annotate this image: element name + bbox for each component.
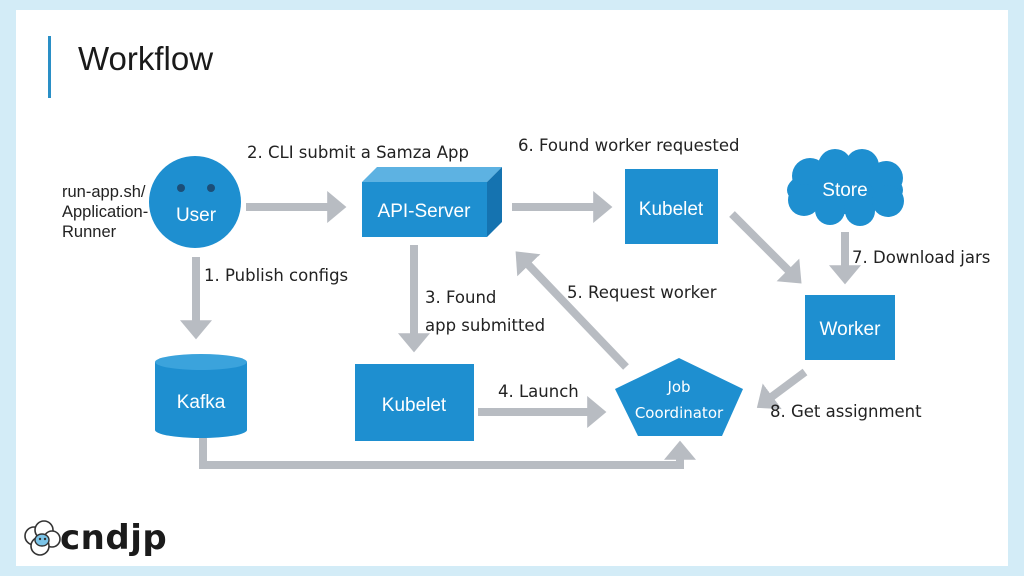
job-coordinator-label-2: Coordinator: [635, 404, 724, 422]
slide-title: Workflow: [78, 40, 214, 77]
api-server-label: API-Server: [378, 201, 472, 222]
step-3-label-2: app submitted: [425, 316, 545, 335]
kubelet-bottom-label: Kubelet: [382, 395, 447, 416]
step-8-label: 8. Get assignment: [770, 402, 922, 421]
runner-label: run-app.sh/ Application- Runner: [62, 183, 148, 241]
job-coordinator-node: Job Coordinator: [615, 358, 743, 436]
runner-label-line3: Runner: [62, 223, 117, 241]
kubelet-top-label: Kubelet: [639, 199, 704, 220]
kafka-node: Kafka: [155, 354, 247, 438]
runner-label-line2: Application-: [62, 203, 148, 221]
step-6-label: 6. Found worker requested: [518, 136, 740, 155]
worker-label: Worker: [820, 319, 882, 340]
slide: [16, 10, 1008, 566]
arrow-kafka-to-coordinator: [199, 438, 696, 469]
title-accent-bar: [48, 36, 51, 98]
store-label: Store: [822, 180, 867, 201]
kafka-label: Kafka: [177, 392, 226, 413]
user-node: User: [149, 156, 241, 248]
arrow-worker-to-coordinator: [756, 368, 808, 410]
cndjp-logo-text: cndjp: [60, 518, 168, 558]
kubelet-top-node: Kubelet: [625, 169, 718, 244]
step-7-label: 7. Download jars: [852, 248, 990, 267]
step-3-label-1: 3. Found: [425, 288, 496, 307]
arrow-coordinator-to-api: [515, 251, 629, 370]
step-2-label: 2. CLI submit a Samza App: [247, 143, 469, 162]
worker-node: Worker: [805, 295, 895, 360]
user-label: User: [176, 205, 217, 226]
job-coordinator-label-1: Job: [666, 378, 690, 396]
runner-label-line1: run-app.sh/: [62, 183, 146, 201]
step-4-label: 4. Launch: [498, 382, 579, 401]
cndjp-logo-icon: [24, 520, 61, 556]
step-1-label: 1. Publish configs: [204, 266, 348, 285]
api-server-node: API-Server: [362, 167, 502, 237]
store-node: Store: [787, 149, 904, 226]
step-5-label: 5. Request worker: [567, 283, 717, 302]
kubelet-bottom-node: Kubelet: [355, 364, 474, 441]
arrow-kubelet-to-worker: [729, 211, 802, 284]
